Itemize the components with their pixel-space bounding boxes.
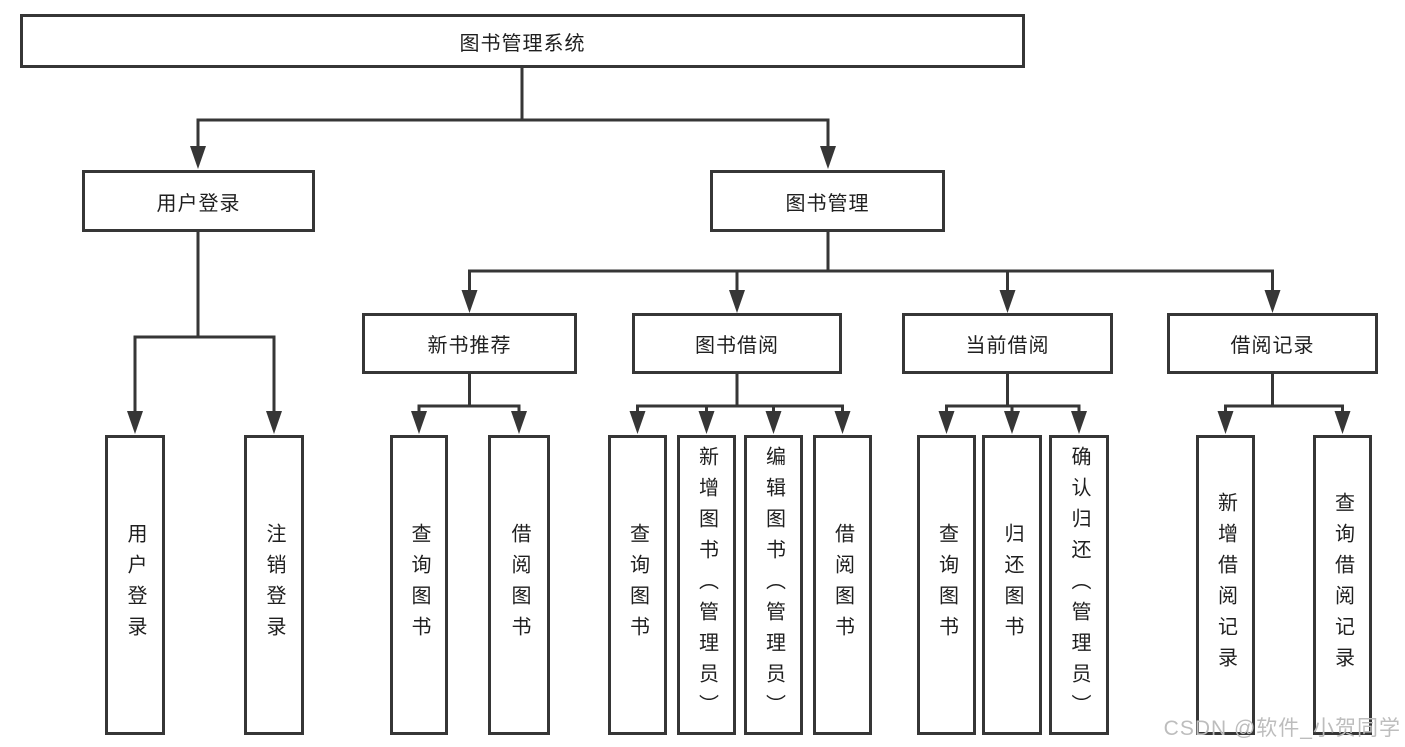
node-query-books-current: 查询图书 <box>917 435 976 735</box>
node-query-books-current-label: 查询图书 <box>935 523 958 647</box>
node-borrow-records-label: 借阅记录 <box>1230 335 1315 357</box>
node-borrow-books-recommend: 借阅图书 <box>488 435 550 735</box>
node-logout: 注销登录 <box>244 435 304 735</box>
node-borrow-books: 借阅图书 <box>813 435 872 735</box>
node-user-login-group: 用户登录 <box>82 170 315 232</box>
node-user-login-group-label: 用户登录 <box>156 192 241 215</box>
node-query-books-borrow: 查询图书 <box>608 435 667 735</box>
node-borrow-books-recommend-label: 借阅图书 <box>508 523 530 647</box>
node-add-book-admin-label: 新增图书（管理员） <box>695 445 718 725</box>
node-query-borrow-record-label: 查询借阅记录 <box>1331 492 1354 678</box>
node-query-books-borrow-label: 查询图书 <box>626 523 649 647</box>
node-add-borrow-record-label: 新增借阅记录 <box>1214 492 1237 678</box>
csdn-watermark: CSDN @软件_小贺同学 <box>1163 717 1401 740</box>
node-user-login: 用户登录 <box>105 435 165 735</box>
node-return-book: 归还图书 <box>982 435 1042 735</box>
node-query-books-recommend-label: 查询图书 <box>408 523 430 647</box>
node-new-book-recommend-label: 新书推荐 <box>427 335 512 357</box>
node-confirm-return-admin: 确认归还（管理员） <box>1049 435 1109 735</box>
node-borrow-records: 借阅记录 <box>1167 313 1378 374</box>
node-add-borrow-record: 新增借阅记录 <box>1196 435 1255 735</box>
node-edit-book-admin-label: 编辑图书（管理员） <box>762 445 785 725</box>
node-library-system-label: 图书管理系统 <box>459 32 586 55</box>
node-borrow-books-label: 借阅图书 <box>831 523 854 647</box>
node-library-system: 图书管理系统 <box>20 14 1025 68</box>
node-current-borrow: 当前借阅 <box>902 313 1113 374</box>
node-query-books-recommend: 查询图书 <box>390 435 448 735</box>
node-new-book-recommend: 新书推荐 <box>362 313 577 374</box>
node-add-book-admin: 新增图书（管理员） <box>677 435 736 735</box>
node-logout-label: 注销登录 <box>263 523 285 647</box>
node-edit-book-admin: 编辑图书（管理员） <box>744 435 803 735</box>
node-book-borrow-label: 图书借阅 <box>695 335 779 357</box>
node-book-management-label: 图书管理 <box>785 192 870 215</box>
node-query-borrow-record: 查询借阅记录 <box>1313 435 1372 735</box>
node-book-management: 图书管理 <box>710 170 945 232</box>
node-current-borrow-label: 当前借阅 <box>965 335 1050 357</box>
node-confirm-return-admin-label: 确认归还（管理员） <box>1068 445 1090 725</box>
node-return-book-label: 归还图书 <box>1001 523 1023 647</box>
node-book-borrow: 图书借阅 <box>632 313 842 374</box>
node-user-login-label: 用户登录 <box>124 523 146 647</box>
